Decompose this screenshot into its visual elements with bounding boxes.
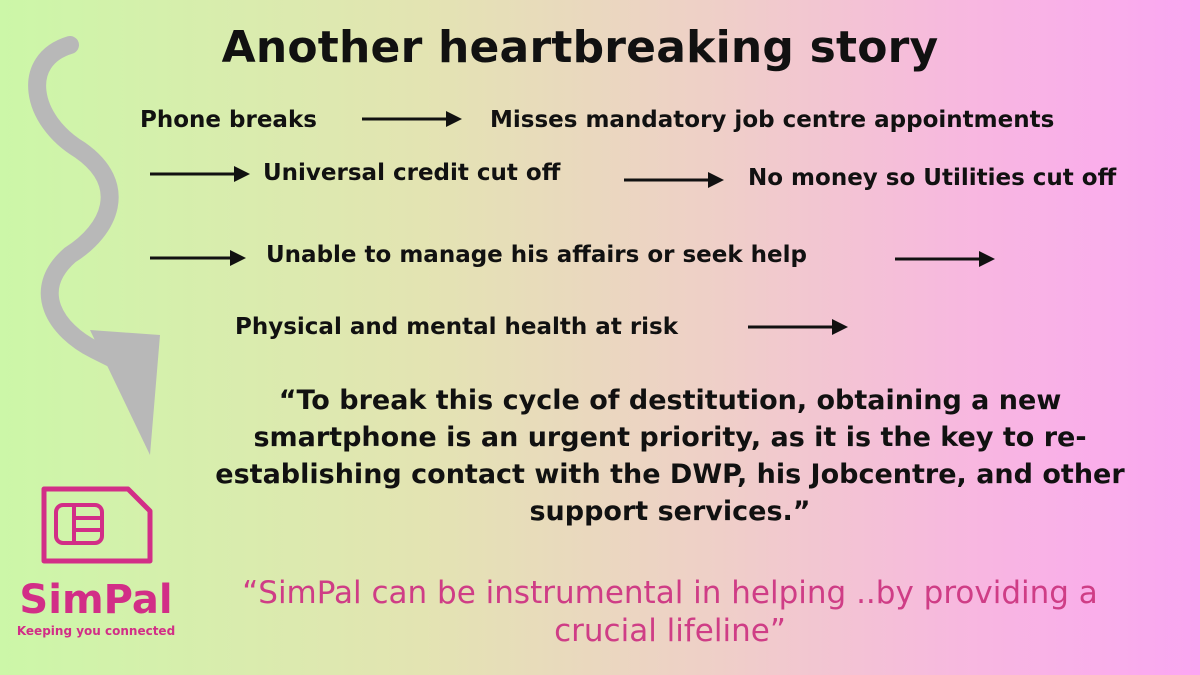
- step-unable-to-manage: Unable to manage his affairs or seek hel…: [266, 242, 807, 268]
- right-arrow-icon: [150, 250, 246, 266]
- step-misses-appointments: Misses mandatory job centre appointments: [490, 107, 1055, 133]
- page-title: Another heartbreaking story: [221, 22, 939, 73]
- quote: “To break this cycle of destitution, obt…: [215, 385, 1125, 527]
- right-arrow-icon: [362, 111, 462, 127]
- tagline: “SimPal can be instrumental in helping .…: [242, 575, 1098, 649]
- right-arrow-icon: [748, 319, 848, 335]
- right-arrow-icon: [624, 172, 724, 188]
- brand-name: SimPal: [19, 577, 173, 623]
- step-credit-cut-off: Universal credit cut off: [263, 160, 561, 186]
- step-health-at-risk: Physical and mental health at risk: [235, 314, 679, 340]
- brand-slogan: Keeping you connected: [16, 624, 176, 638]
- right-arrow-icon: [150, 166, 250, 182]
- step-phone-breaks: Phone breaks: [140, 107, 317, 133]
- curved-down-arrow-icon: [28, 36, 160, 455]
- sim-card-icon: [41, 486, 153, 564]
- step-utilities-cut-off: No money so Utilities cut off: [748, 165, 1117, 191]
- right-arrow-icon: [895, 251, 995, 267]
